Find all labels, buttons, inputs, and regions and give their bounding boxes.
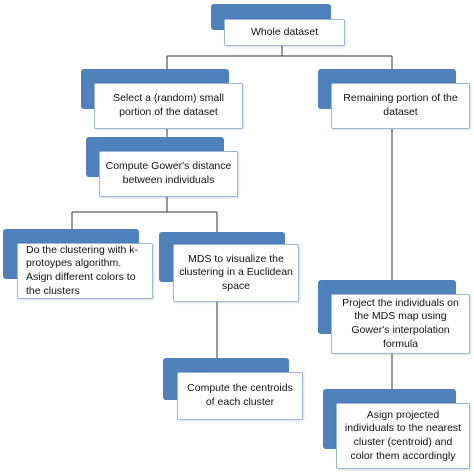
node-gower-distance: Compute Gower's distance between individ… <box>86 137 238 197</box>
node-assign-clusters: Asign projected individuals to the neare… <box>323 389 470 469</box>
node-label: Select a (random) small portion of the d… <box>94 83 243 129</box>
node-centroids: Compute the centroids of each cluster <box>163 358 303 420</box>
node-label: Project the individuals on the MDS map u… <box>331 294 470 354</box>
node-label: Remaining portion of the dataset <box>331 83 470 129</box>
node-project-individuals: Project the individuals on the MDS map u… <box>318 280 470 354</box>
node-remaining-portion: Remaining portion of the dataset <box>318 69 470 129</box>
node-label: MDS to visualize the clustering in a Euc… <box>173 244 299 302</box>
node-label: Asign projected individuals to the neare… <box>336 403 470 469</box>
node-mds: MDS to visualize the clustering in a Euc… <box>159 232 299 302</box>
node-label: Whole dataset <box>224 19 345 46</box>
node-clustering: Do the clustering with k-protoypes algor… <box>3 229 153 299</box>
node-label: Compute Gower's distance between individ… <box>99 151 238 197</box>
node-select-portion: Select a (random) small portion of the d… <box>81 69 243 129</box>
node-label: Do the clustering with k-protoypes algor… <box>17 243 153 299</box>
node-label: Compute the centroids of each cluster <box>177 372 303 420</box>
node-whole-dataset: Whole dataset <box>211 4 345 46</box>
